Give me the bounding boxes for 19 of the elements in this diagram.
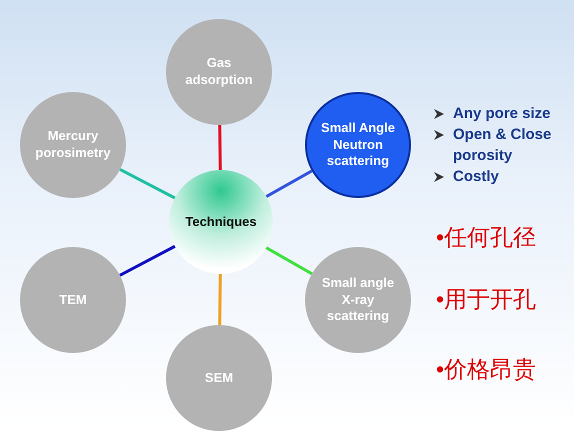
connector-line (265, 246, 313, 276)
connector-line (119, 168, 176, 200)
connector-line (266, 170, 313, 198)
bullet-text: •价格昂贵 (436, 355, 536, 384)
node-label: Techniques (184, 214, 258, 230)
node-label: SEM (204, 370, 234, 386)
connector-line (119, 244, 176, 277)
node-label: Small angle X-ray scattering (320, 274, 396, 326)
node-label: Small Angle Neutron scattering (320, 120, 396, 170)
bullet-text: Costly (453, 167, 500, 187)
connector-line (218, 124, 222, 170)
bullet-text: •用于开孔 (436, 285, 536, 314)
connector-line (218, 274, 222, 326)
bullet-text: Any pore size (453, 104, 552, 124)
bullet-text: Open & Close porosity (453, 125, 552, 166)
node-label: TEM (58, 292, 88, 308)
node-label: Gas adsorption (184, 55, 254, 89)
node-label: Mercury porosimetry (34, 128, 112, 162)
bullet-text: •任何孔径 (436, 223, 536, 252)
